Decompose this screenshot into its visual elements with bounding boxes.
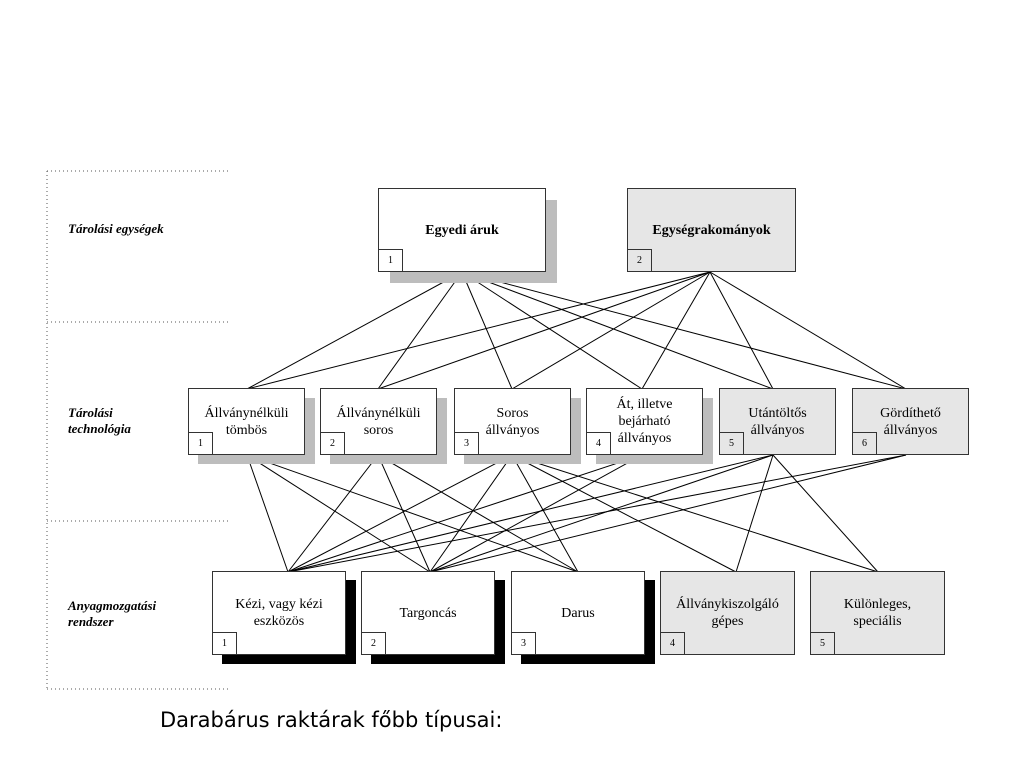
tech-box-1: Állványnélküli tömbös 1 bbox=[188, 388, 305, 455]
system-5-number: 5 bbox=[811, 632, 835, 654]
tech-5-number: 5 bbox=[720, 432, 744, 454]
link-u1-t4 bbox=[461, 271, 643, 390]
system-3-number: 3 bbox=[512, 632, 536, 654]
tech-4-label: Át, illetve bejárható állványos bbox=[616, 397, 673, 446]
link-u2-t5 bbox=[709, 271, 774, 390]
row-separators bbox=[46, 170, 230, 690]
link-t3-s1 bbox=[287, 454, 513, 573]
link-u2-t4 bbox=[641, 271, 711, 390]
system-4-label: Állványkiszolgáló gépes bbox=[676, 597, 779, 629]
unit-box-1: Egyedi áruk 1 bbox=[378, 188, 546, 272]
caption: Darabárus raktárak főbb típusai: bbox=[160, 708, 503, 732]
system-box-3: Darus 3 bbox=[511, 571, 645, 655]
row-label-storage-units: Tárolási egységek bbox=[68, 221, 164, 236]
tech-6-label: Gördíthető állványos bbox=[880, 405, 941, 438]
system-box-4: Állványkiszolgáló gépes 4 bbox=[660, 571, 795, 655]
link-t4-s1 bbox=[287, 454, 643, 573]
link-t5-s2 bbox=[429, 454, 774, 573]
link-t3-s5 bbox=[511, 454, 879, 573]
link-t5-s4 bbox=[735, 454, 774, 573]
tech-3-label: Soros állványos bbox=[485, 405, 540, 438]
system-box-5: Különleges, speciális 5 bbox=[810, 571, 945, 655]
link-t3-s4 bbox=[511, 454, 737, 573]
tech-box-3: Soros állványos 3 bbox=[454, 388, 571, 455]
unit-2-label: Egységrakományok bbox=[652, 222, 771, 238]
system-box-1: Kézi, vagy kézi eszközös 1 bbox=[212, 571, 346, 655]
link-u1-t1 bbox=[246, 271, 463, 390]
unit-technology-lines bbox=[246, 271, 907, 390]
system-box-2: Targoncás 2 bbox=[361, 571, 495, 655]
system-3-label: Darus bbox=[561, 605, 595, 621]
row-label-storage-technology: Tárolási technológia bbox=[68, 405, 131, 436]
link-t4-s2 bbox=[429, 454, 643, 573]
link-t2-s1 bbox=[287, 454, 379, 573]
technology-system-lines bbox=[246, 454, 907, 573]
tech-2-number: 2 bbox=[321, 432, 345, 454]
link-u1-t3 bbox=[461, 271, 513, 390]
system-4-number: 4 bbox=[661, 632, 685, 654]
link-t1-s1 bbox=[246, 454, 289, 573]
tech-3-number: 3 bbox=[455, 432, 479, 454]
link-u1-t2 bbox=[377, 271, 463, 390]
link-t5-s5 bbox=[772, 454, 879, 573]
link-u2-t2 bbox=[377, 271, 711, 390]
unit-1-number: 1 bbox=[379, 249, 403, 271]
system-1-number: 1 bbox=[213, 632, 237, 654]
link-t3-s3 bbox=[511, 454, 579, 573]
tech-4-number: 4 bbox=[587, 432, 611, 454]
link-u2-t3 bbox=[511, 271, 711, 390]
tech-6-number: 6 bbox=[853, 432, 877, 454]
tech-5-label: Utántöltős állványos bbox=[748, 405, 807, 438]
link-t2-s3 bbox=[377, 454, 579, 573]
link-t1-s3 bbox=[246, 454, 579, 573]
link-u1-t6 bbox=[461, 271, 907, 390]
unit-1-label: Egyedi áruk bbox=[425, 222, 499, 238]
tech-box-5: Utántöltős állványos 5 bbox=[719, 388, 836, 455]
link-u1-t5 bbox=[461, 271, 774, 390]
tech-box-6: Gördíthető állványos 6 bbox=[852, 388, 969, 455]
system-2-label: Targoncás bbox=[399, 605, 457, 621]
link-t6-s2 bbox=[429, 454, 907, 573]
system-1-label: Kézi, vagy kézi eszközös bbox=[235, 597, 323, 629]
link-t1-s2 bbox=[246, 454, 431, 573]
tech-2-label: Állványnélküli soros bbox=[336, 405, 421, 438]
unit-2-number: 2 bbox=[628, 249, 652, 271]
system-2-number: 2 bbox=[362, 632, 386, 654]
link-t3-s2 bbox=[429, 454, 513, 573]
tech-box-4: Át, illetve bejárható állványos 4 bbox=[586, 388, 703, 455]
link-u2-t1 bbox=[246, 271, 711, 390]
tech-1-label: Állványnélküli tömbös bbox=[204, 405, 289, 438]
tech-box-2: Állványnélküli soros 2 bbox=[320, 388, 437, 455]
link-t2-s2 bbox=[377, 454, 431, 573]
unit-box-2: Egységrakományok 2 bbox=[627, 188, 796, 272]
tech-1-number: 1 bbox=[189, 432, 213, 454]
link-t5-s1 bbox=[287, 454, 774, 573]
link-u2-t6 bbox=[709, 271, 907, 390]
link-t6-s1 bbox=[287, 454, 907, 573]
row-label-handling-system: Anyagmozgatási rendszer bbox=[68, 598, 157, 629]
system-5-label: Különleges, speciális bbox=[843, 597, 912, 629]
